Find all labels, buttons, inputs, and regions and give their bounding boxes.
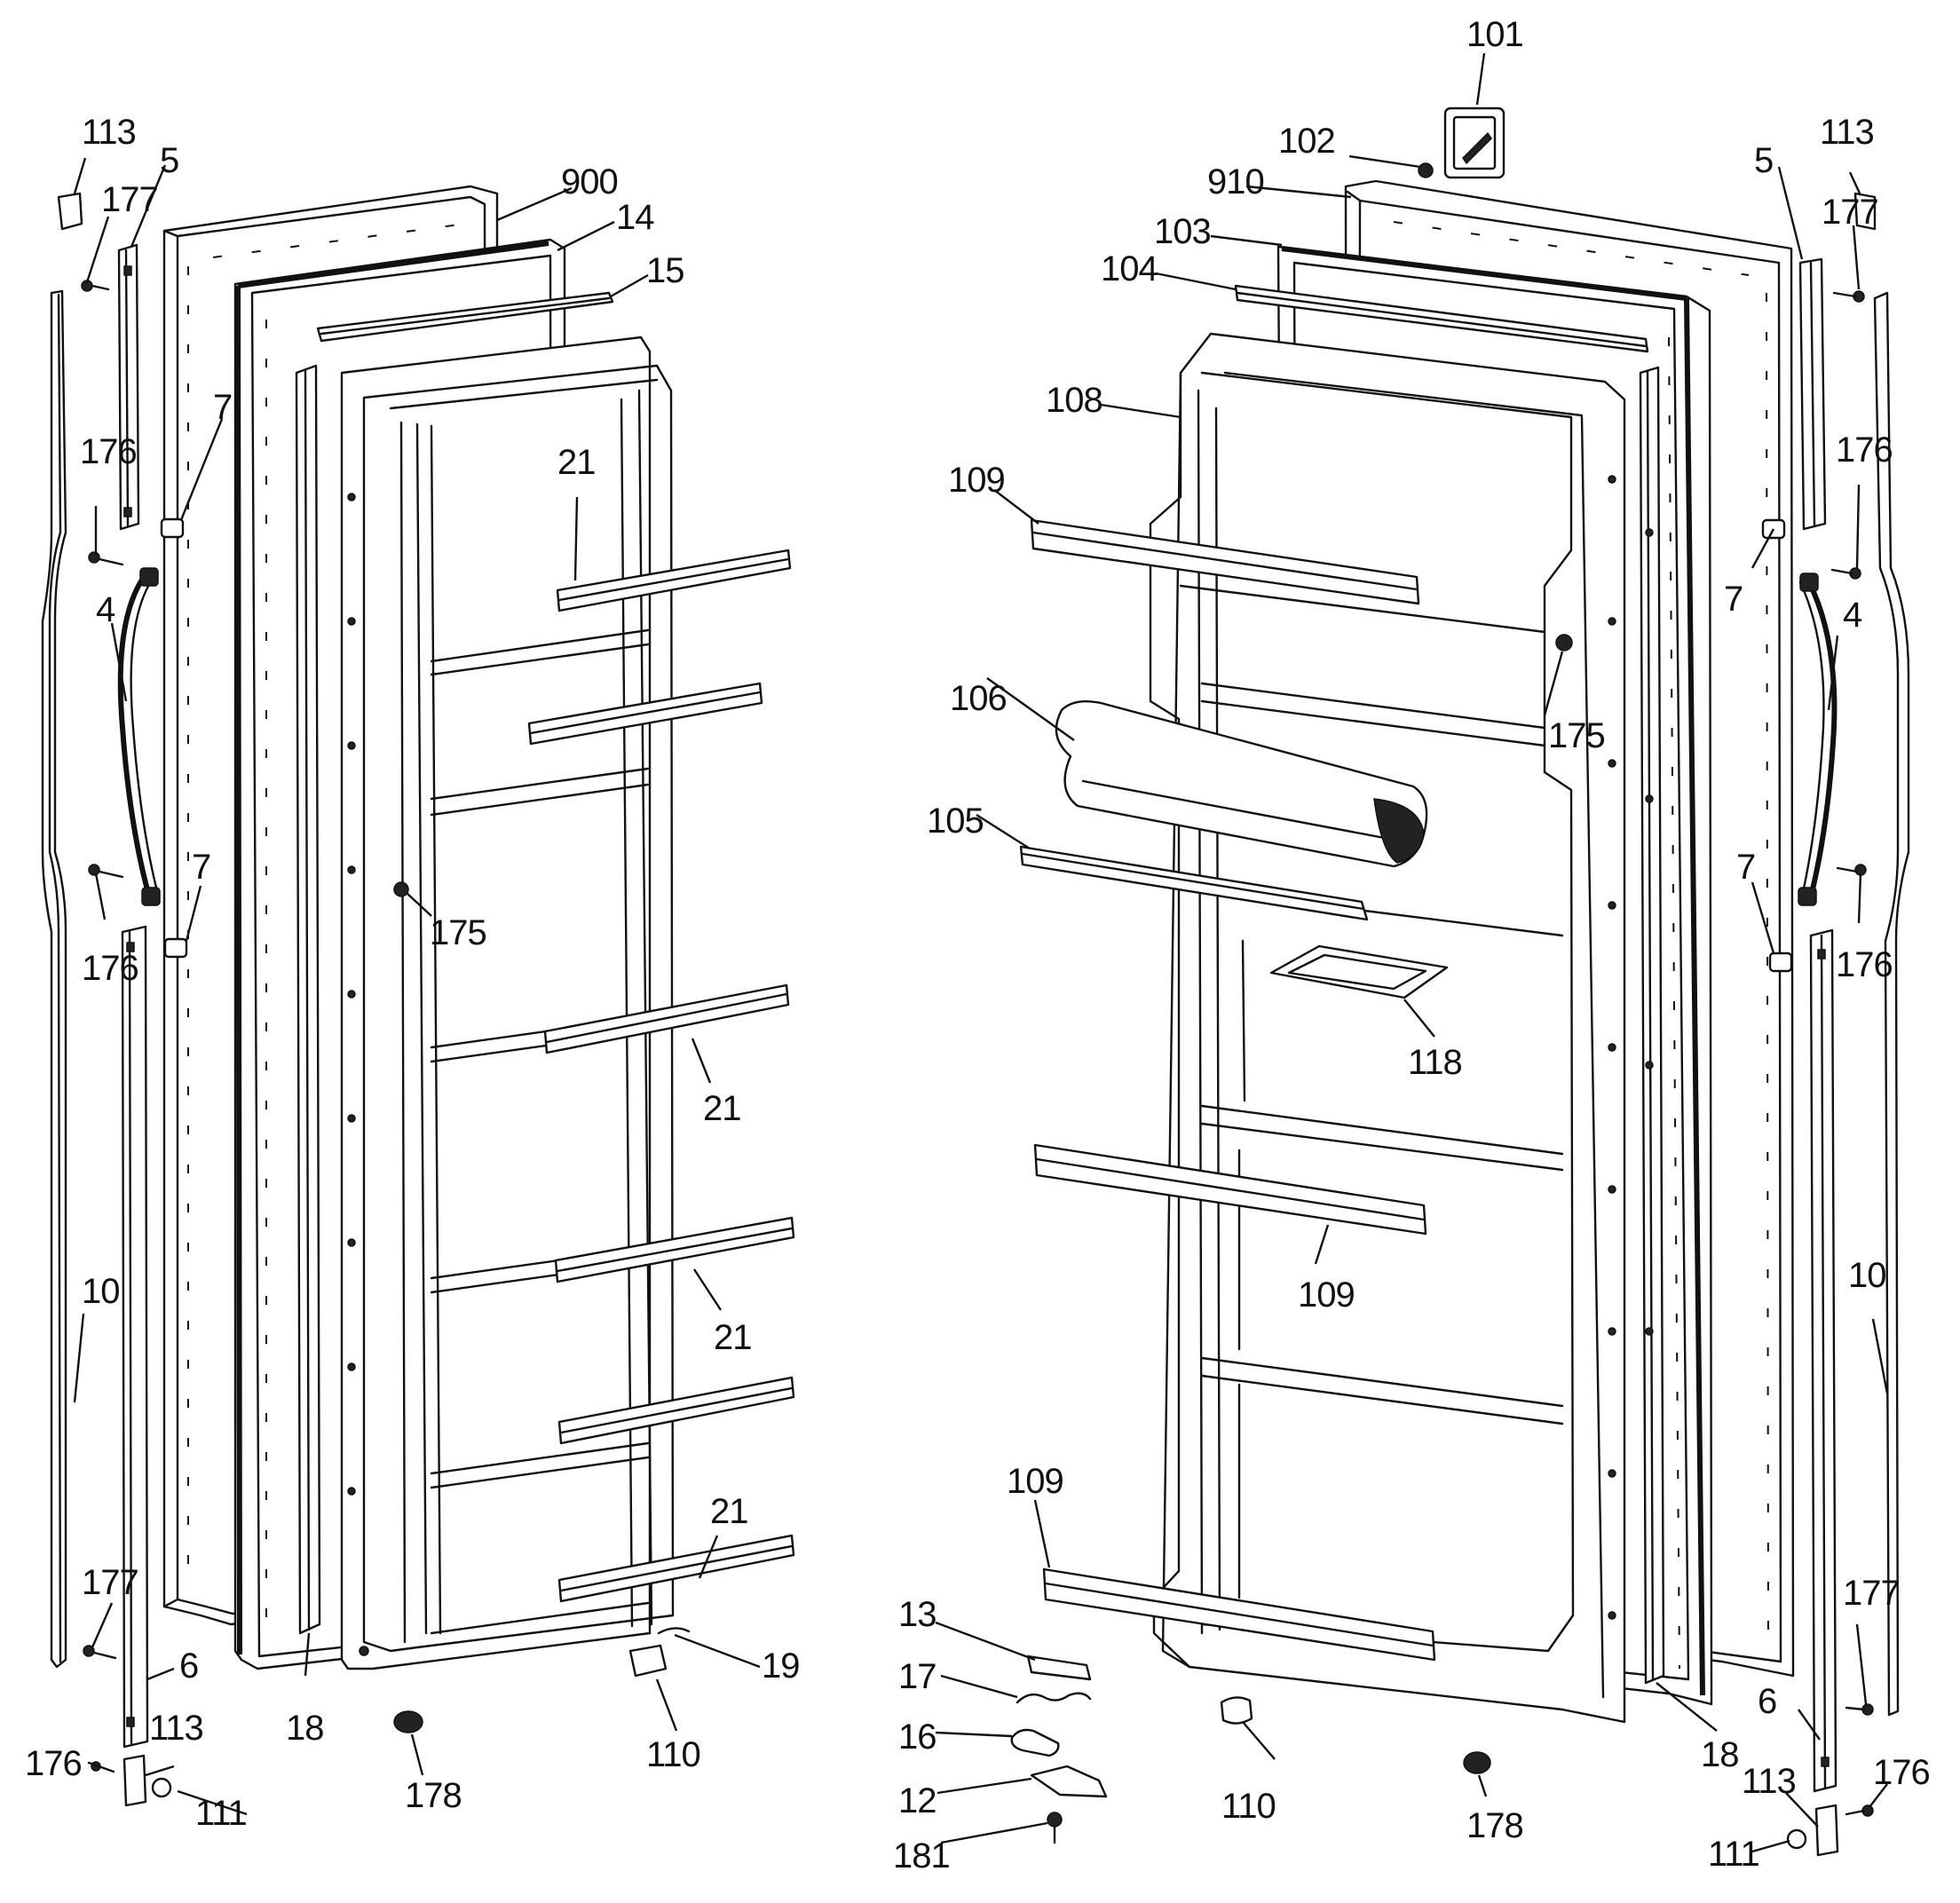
right-gasket-strip xyxy=(1873,291,1910,1717)
callout-111-right: 111 xyxy=(1708,1835,1759,1874)
callout-12: 12 xyxy=(898,1781,937,1820)
callout-4-left: 4 xyxy=(96,590,115,629)
right-egg-tray xyxy=(1269,944,1449,999)
callout-16: 16 xyxy=(898,1717,937,1757)
badge-101 xyxy=(1418,107,1506,179)
callout-178-left: 178 xyxy=(405,1776,462,1815)
right-bin-rail xyxy=(1019,845,1369,921)
callout-113-top-left: 113 xyxy=(82,113,136,152)
callout-176-bottom-left: 176 xyxy=(25,1744,82,1783)
callout-175-left: 175 xyxy=(430,913,486,952)
callout-113-top-right: 113 xyxy=(1820,113,1874,152)
right-leaders xyxy=(935,52,1889,1853)
callout-109-top: 109 xyxy=(948,461,1005,500)
callout-7-left-lower: 7 xyxy=(192,848,210,887)
callout-175-right: 175 xyxy=(1548,716,1605,755)
callout-176-right-upper: 176 xyxy=(1836,430,1893,470)
right-liner-rivets xyxy=(1608,475,1654,1620)
left-leaders xyxy=(73,157,761,1816)
callout-176-bottom-right: 176 xyxy=(1873,1753,1930,1792)
callout-109-middle: 109 xyxy=(1298,1275,1355,1315)
callout-13: 13 xyxy=(898,1595,937,1634)
right-hinge-hardware xyxy=(1010,634,1573,1844)
callout-177-bottom-left: 177 xyxy=(82,1563,138,1602)
callout-5-top-left: 5 xyxy=(160,141,178,180)
callout-18-left: 18 xyxy=(286,1709,324,1748)
callout-7-right-lower: 7 xyxy=(1736,848,1755,887)
callout-labels: 113 5 177 900 14 15 7 176 21 4 7 176 175… xyxy=(25,15,1931,1875)
callout-21-third: 21 xyxy=(714,1318,752,1357)
callout-15: 15 xyxy=(646,251,684,290)
left-top-cap-113 xyxy=(57,192,83,231)
callout-113-bottom-left: 113 xyxy=(149,1709,203,1748)
callout-111-left: 111 xyxy=(195,1794,247,1833)
left-door-shelf-bars xyxy=(527,549,795,1603)
callout-102: 102 xyxy=(1278,122,1335,161)
right-upper-trim-bar xyxy=(1798,257,1827,531)
callout-6-left: 6 xyxy=(179,1646,198,1686)
right-door-shelf-bars xyxy=(1030,518,1436,1662)
callout-104: 104 xyxy=(1101,249,1158,288)
callout-118: 118 xyxy=(1408,1043,1462,1082)
callout-21-second: 21 xyxy=(703,1089,741,1128)
callout-109-bottom: 109 xyxy=(1007,1462,1063,1501)
left-door-inner-liner xyxy=(340,336,675,1670)
callout-10-right: 10 xyxy=(1848,1256,1886,1295)
callout-176-right-lower: 176 xyxy=(1836,945,1893,984)
callout-4-right: 4 xyxy=(1843,596,1862,635)
callout-101: 101 xyxy=(1466,15,1523,54)
callout-19: 19 xyxy=(762,1646,800,1686)
right-door-inner-liner xyxy=(1149,332,1654,1724)
callout-5-top-right: 5 xyxy=(1754,141,1773,180)
callout-177-bottom-right: 177 xyxy=(1843,1574,1900,1613)
callout-10-left: 10 xyxy=(82,1272,120,1311)
left-door-handle xyxy=(117,567,161,906)
right-door-handle xyxy=(1798,572,1838,906)
callout-18-right: 18 xyxy=(1701,1735,1739,1774)
callout-176-left-upper: 176 xyxy=(80,432,137,471)
callout-21-fourth: 21 xyxy=(710,1492,748,1531)
callout-113-bottom-right: 113 xyxy=(1742,1762,1796,1801)
left-door-assembly xyxy=(41,157,795,1816)
callout-110-left: 110 xyxy=(646,1735,700,1774)
callout-6-right: 6 xyxy=(1758,1682,1776,1721)
left-hardware xyxy=(57,192,691,1807)
callout-105: 105 xyxy=(927,801,984,841)
callout-7-right-upper: 7 xyxy=(1724,580,1743,619)
callout-177-top-right: 177 xyxy=(1822,193,1878,232)
left-top-retainer-bar xyxy=(316,291,614,343)
callout-14: 14 xyxy=(616,198,654,237)
callout-110-right: 110 xyxy=(1221,1787,1276,1826)
callout-106: 106 xyxy=(950,679,1007,718)
right-small-hardware xyxy=(1761,192,1877,1857)
callout-21-first: 21 xyxy=(557,443,596,482)
callout-900: 900 xyxy=(561,162,618,201)
left-gasket-strip xyxy=(41,289,67,1669)
callout-177-top-left: 177 xyxy=(101,180,158,219)
callout-103: 103 xyxy=(1154,212,1211,251)
right-door-gasket xyxy=(1639,366,1665,1685)
callout-108: 108 xyxy=(1046,381,1102,420)
left-lower-trim-bar xyxy=(121,925,149,1749)
right-lower-trim-bar xyxy=(1809,928,1838,1793)
right-top-retainer-bar xyxy=(1234,284,1649,353)
right-door-assembly xyxy=(935,52,1910,1857)
callout-17: 17 xyxy=(898,1657,937,1696)
callout-910: 910 xyxy=(1207,162,1264,201)
left-door-gasket xyxy=(295,364,321,1635)
right-dairy-bin xyxy=(1055,700,1428,868)
liner-rivets xyxy=(347,493,369,1656)
callout-176-left-lower: 176 xyxy=(82,949,138,988)
hinge-plate-13 xyxy=(1026,1654,1092,1681)
callout-181: 181 xyxy=(893,1836,950,1875)
callout-178-right: 178 xyxy=(1466,1806,1523,1845)
callout-7-left-upper: 7 xyxy=(213,388,232,427)
left-upper-trim-bar xyxy=(117,243,140,531)
